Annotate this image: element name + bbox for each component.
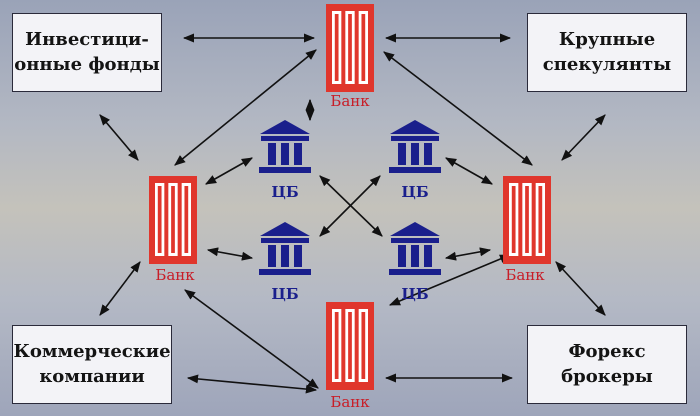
bank-icon-left bbox=[149, 176, 197, 264]
connection-arrow bbox=[388, 254, 512, 306]
connection-arrow bbox=[445, 157, 493, 185]
bank-label-right: Банк bbox=[505, 266, 545, 284]
bank-icon-right bbox=[503, 176, 551, 264]
investment-funds-label: Инвестици- онные фонды bbox=[14, 29, 160, 75]
cb-icon-top-left bbox=[259, 120, 311, 173]
cb-label-top-right: ЦБ bbox=[401, 183, 429, 201]
commercial-companies-box: Коммерческие компании bbox=[12, 325, 172, 404]
connection-arrow bbox=[561, 114, 606, 161]
bank-label-bottom: Банк bbox=[330, 393, 370, 411]
connection-arrow bbox=[206, 247, 254, 261]
cb-icon-top-right bbox=[389, 120, 441, 173]
forex-brokers-box: Форекс брокеры bbox=[527, 325, 687, 404]
connection-arrow bbox=[184, 289, 319, 389]
cb-icon-bottom-left bbox=[259, 222, 311, 275]
large-speculators-label: Крупные спекулянты bbox=[542, 29, 672, 75]
bank-icon-top bbox=[326, 4, 374, 92]
connection-arrow bbox=[444, 247, 492, 261]
cb-label-bottom-right: ЦБ bbox=[401, 285, 429, 303]
forex-brokers-label: Форекс брокеры bbox=[561, 341, 653, 387]
connection-arrow bbox=[319, 175, 381, 237]
commercial-companies-label: Коммерческие компании bbox=[13, 341, 171, 387]
cb-label-top-left: ЦБ bbox=[271, 183, 299, 201]
bank-icon-bottom bbox=[326, 302, 374, 390]
connection-arrow bbox=[555, 261, 606, 316]
cb-label-bottom-left: ЦБ bbox=[271, 285, 299, 303]
connection-arrow bbox=[205, 157, 253, 185]
investment-funds-box: Инвестици- онные фонды bbox=[12, 13, 162, 92]
cb-icon-bottom-right bbox=[389, 222, 441, 275]
connection-arrow bbox=[99, 261, 141, 316]
large-speculators-box: Крупные спекулянты bbox=[527, 13, 687, 92]
connection-arrow bbox=[186, 374, 318, 394]
connection-arrow bbox=[99, 114, 139, 161]
bank-label-top: Банк bbox=[330, 92, 370, 110]
connection-arrow bbox=[174, 49, 317, 166]
connection-arrow bbox=[383, 51, 533, 166]
bank-label-left: Банк bbox=[155, 266, 195, 284]
